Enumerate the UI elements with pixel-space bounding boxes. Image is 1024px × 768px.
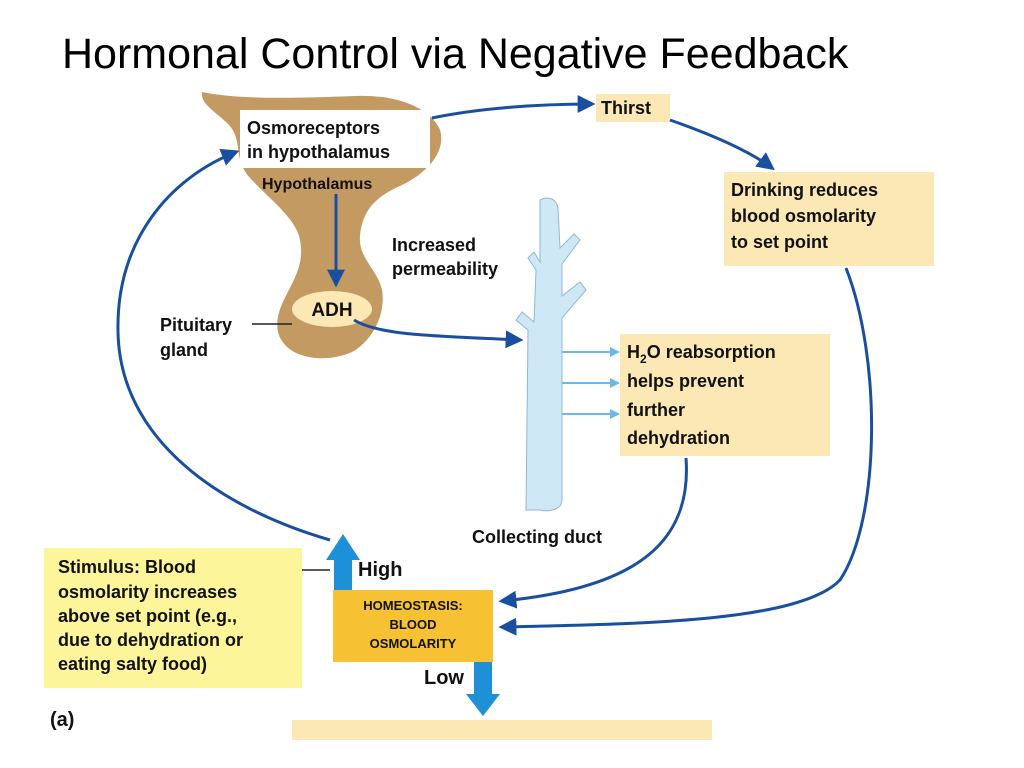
increased-label-1: Increased (392, 235, 476, 255)
pituitary-label-2: gland (160, 340, 208, 360)
adh-oval (292, 291, 372, 327)
stimulus-label-4: due to dehydration or (58, 630, 243, 650)
high-label: High (358, 559, 402, 581)
stimulus-label-5: eating salty food) (58, 654, 207, 674)
stimulus-box (44, 548, 302, 688)
h2o-box (620, 334, 830, 456)
h2o-label-3: further (627, 400, 685, 420)
h2o-label-1: H2O reabsorption (627, 342, 776, 366)
stimulus-label-1: Stimulus: Blood (58, 557, 196, 577)
drinking-to-homeostasis-arrow (498, 267, 874, 636)
drinking-label-3: to set point (731, 232, 828, 252)
h2o-subscript: 2 (640, 352, 647, 366)
thirst-label: Thirst (601, 98, 651, 118)
collecting-duct-label: Collecting duct (472, 527, 602, 547)
homeostasis-box (333, 590, 493, 662)
thirst-to-drinking-arrow (669, 118, 775, 171)
stimulus-to-osmoreceptors-arrow (116, 148, 331, 542)
slide-title: Hormonal Control via Negative Feedback (62, 30, 849, 78)
bottom-partial-box (292, 720, 712, 740)
osmoreceptors-label-2: in hypothalamus (247, 142, 390, 162)
h2o-rest: O reabsorption (647, 342, 776, 362)
osmoreceptors-box (240, 110, 430, 168)
h2o-label-2: helps prevent (627, 371, 744, 391)
drinking-box (724, 172, 934, 266)
osmoreceptors-to-thirst-arrow (431, 95, 596, 120)
homeostasis-label-1: HOMEOSTASIS: (363, 598, 462, 613)
low-down-arrow (466, 662, 500, 716)
adh-label: ADH (311, 300, 352, 321)
drinking-label-1: Drinking reduces (731, 180, 878, 200)
h2o-h: H (627, 342, 640, 362)
h2o-to-homeostasis-arrow (498, 457, 688, 609)
pituitary-label-1: Pituitary (160, 315, 232, 335)
homeostasis-label-3: OSMOLARITY (370, 636, 457, 651)
homeostasis-label-2: BLOOD (390, 617, 437, 632)
collecting-duct-shape (515, 197, 587, 512)
stimulus-line1-rest: Blood (140, 557, 196, 577)
drinking-label-2: blood osmolarity (731, 206, 876, 226)
high-up-arrow (326, 534, 360, 592)
stimulus-label-2: osmolarity increases (58, 582, 237, 602)
h2o-label-4: dehydration (627, 428, 730, 448)
stimulus-label-3: above set point (e.g., (58, 606, 237, 626)
osmoreceptors-label-1: Osmoreceptors (247, 118, 380, 138)
increased-label-2: permeability (392, 259, 498, 279)
adh-to-duct-arrow (353, 318, 524, 349)
stimulus-bold: Stimulus: (58, 557, 140, 577)
thirst-box (596, 94, 670, 122)
hypothalamus-label: Hypothalamus (262, 176, 372, 193)
low-label: Low (424, 667, 464, 689)
panel-label: (a) (50, 709, 74, 731)
